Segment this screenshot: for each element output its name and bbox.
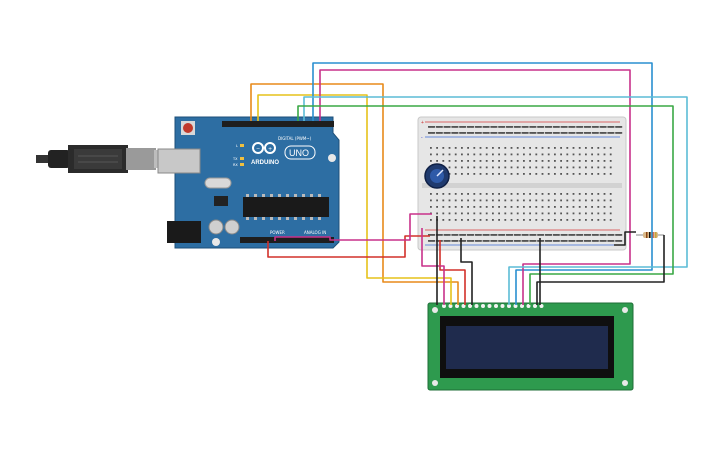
tx-led bbox=[240, 157, 244, 160]
wire-magenta-pot[interactable] bbox=[421, 228, 445, 305]
l-led-label: L bbox=[236, 144, 238, 148]
wire-black-5[interactable] bbox=[536, 235, 665, 305]
center-channel bbox=[422, 183, 622, 188]
power-jack bbox=[167, 221, 201, 243]
l-led bbox=[240, 144, 244, 147]
arduino-logo-icon: − + bbox=[252, 142, 276, 154]
rx-led-label: RX bbox=[233, 163, 238, 167]
resistor-icon[interactable] bbox=[636, 232, 664, 238]
mounting-hole bbox=[622, 307, 628, 313]
uno-badge bbox=[284, 145, 316, 160]
lcd-pin[interactable] bbox=[481, 304, 485, 308]
minus-marker: - bbox=[421, 135, 423, 141]
brand-label: ARDUINO bbox=[251, 160, 279, 166]
icsp-header bbox=[214, 196, 228, 206]
lcd-pin[interactable] bbox=[474, 304, 479, 308]
lcd-pin[interactable] bbox=[494, 304, 498, 308]
mounting-hole bbox=[432, 307, 438, 313]
reset-button-icon[interactable] bbox=[181, 121, 195, 135]
wires bbox=[250, 62, 688, 305]
wire-red-5v[interactable] bbox=[267, 235, 430, 258]
lcd-pin[interactable] bbox=[487, 304, 492, 308]
wire-blue[interactable] bbox=[312, 62, 653, 305]
digital-label: DIGITAL (PWM~) bbox=[278, 136, 312, 141]
wire-cyan[interactable] bbox=[303, 96, 688, 305]
potentiometer-icon[interactable] bbox=[424, 163, 450, 189]
wire-magenta-top[interactable] bbox=[319, 69, 631, 305]
wire-magenta-gnd[interactable] bbox=[274, 213, 432, 241]
power-analog-header[interactable] bbox=[240, 237, 334, 243]
arduino-uno-board[interactable]: − + ARDUINO UNO DIGITAL (PWM~) POWER ANA… bbox=[157, 116, 340, 249]
lcd-pin[interactable] bbox=[507, 304, 511, 308]
lcd-screen bbox=[446, 326, 608, 369]
lcd-pin[interactable] bbox=[533, 304, 537, 308]
usb-cable-icon bbox=[36, 145, 176, 173]
wire-black-4[interactable] bbox=[614, 231, 636, 246]
mounting-hole bbox=[212, 238, 220, 246]
mounting-hole bbox=[328, 154, 336, 162]
wire-green[interactable] bbox=[297, 105, 674, 305]
svg-text:+: + bbox=[268, 147, 272, 153]
lcd-pin[interactable] bbox=[468, 304, 472, 308]
wire-yellow[interactable] bbox=[257, 94, 452, 305]
wire-black-2[interactable] bbox=[460, 238, 473, 305]
analog-label: ANALOG IN bbox=[304, 230, 326, 235]
crystal bbox=[204, 177, 232, 189]
lcd-pin[interactable] bbox=[442, 304, 446, 308]
plus-marker: + bbox=[421, 120, 424, 126]
power-label: POWER bbox=[270, 230, 285, 235]
lcd-pin[interactable] bbox=[500, 304, 505, 308]
breadboard[interactable]: + - bbox=[417, 116, 627, 251]
usb-port bbox=[157, 148, 201, 174]
digital-header[interactable] bbox=[222, 121, 334, 127]
wire-orange[interactable] bbox=[250, 83, 459, 305]
tx-led-label: TX bbox=[232, 157, 238, 161]
lcd-16x2-module[interactable] bbox=[427, 302, 634, 391]
model-label: UNO bbox=[289, 148, 309, 158]
wire-red-lcd[interactable] bbox=[439, 240, 466, 305]
mounting-hole bbox=[432, 380, 438, 386]
rx-led bbox=[240, 163, 244, 166]
atmega-chip bbox=[243, 197, 329, 217]
mounting-hole bbox=[622, 380, 628, 386]
svg-text:−: − bbox=[256, 146, 260, 152]
capacitor bbox=[208, 219, 224, 235]
capacitor bbox=[224, 219, 240, 235]
